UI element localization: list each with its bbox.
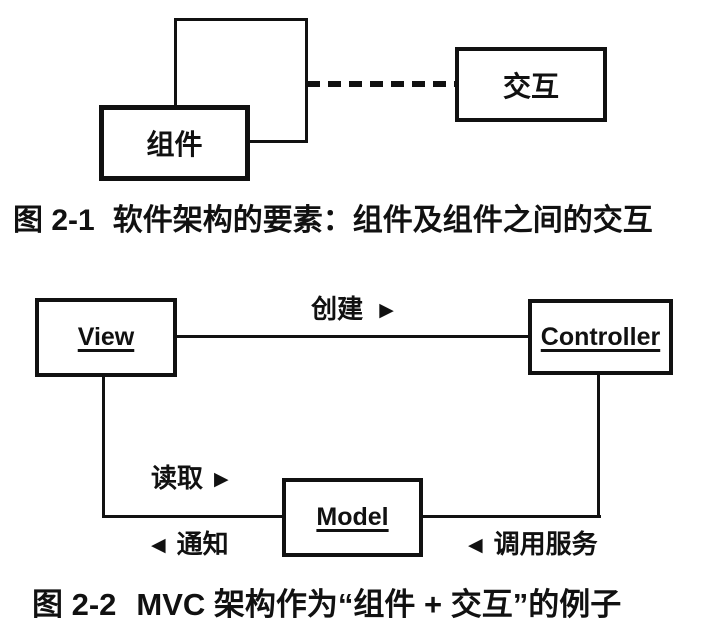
edge-view-down [102,377,105,518]
figure1-caption: 图 2-1 软件架构的要素：组件及组件之间的交互 [13,201,693,241]
node-controller-label: Controller [540,322,661,351]
edge-controller-down [597,375,600,518]
edge-label-read: 读取 ▶ [151,463,229,495]
edge-model-controller [421,515,601,518]
figure1-component-box: 组件 [99,105,250,181]
figure1-interaction-box: 交互 [455,47,607,122]
edge-label-notify: ◀ 通知 [151,529,229,561]
arrow-right-icon: ▶ [379,300,394,321]
edge-view-controller [177,335,528,338]
figure2-caption-number: 图 2-2 [32,587,117,622]
read-label: 读取 [151,463,204,493]
arrow-left-icon: ◀ [468,535,483,556]
node-model: Model [282,478,423,557]
figure1-dashed-connector [307,81,455,87]
call-service-label: 调用服务 [493,529,598,559]
node-model-label: Model [316,503,389,531]
notify-label: 通知 [176,529,229,559]
figure1-caption-number: 图 2-1 [13,204,95,237]
edge-label-call-service: ◀ 调用服务 [468,529,598,561]
figure1-interaction-label: 交互 [502,70,559,102]
edge-view-model [102,515,284,518]
node-view-label: View [77,323,135,351]
figure2-caption: 图 2-2 MVC 架构作为“组件 + 交互”的例子 [32,584,692,625]
figure2-caption-text: MVC 架构作为“组件 + 交互”的例子 [136,587,622,622]
arrow-right-icon: ▶ [214,469,229,490]
figure1-caption-text: 软件架构的要素：组件及组件之间的交互 [112,204,653,237]
create-label: 创建 [311,294,364,324]
node-controller: Controller [528,299,673,375]
arrow-left-icon: ◀ [151,535,166,556]
edge-label-create: 创建 ▶ [177,294,528,326]
figure1-component-label: 组件 [146,129,203,160]
node-view: View [35,298,177,377]
